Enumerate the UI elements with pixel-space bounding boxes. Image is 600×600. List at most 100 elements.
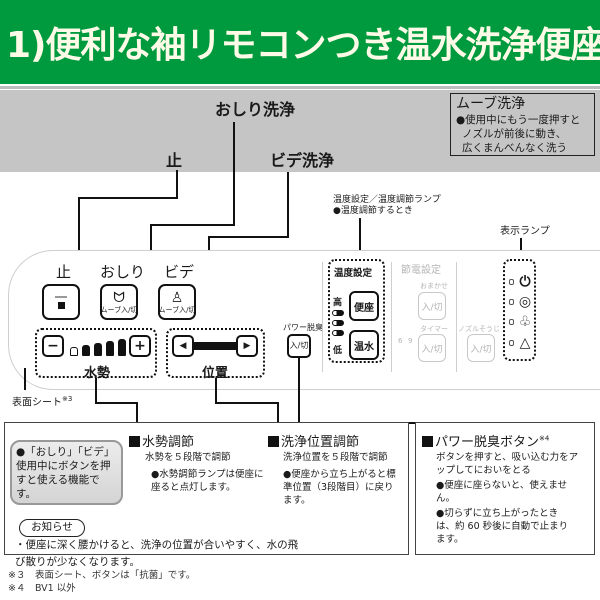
leader-line [298, 358, 300, 424]
water-adjust-title: 水勢調節 [129, 431, 194, 450]
indicator-dot [509, 299, 514, 305]
leader-line [359, 218, 361, 258]
leader-line [150, 224, 235, 226]
nozzle-clean-button[interactable]: 入/切 [467, 334, 495, 362]
leader-line [24, 368, 26, 390]
position-slider-bar [194, 342, 238, 350]
oshiri-spray-icon: ᗢ [113, 290, 125, 306]
position-left-button[interactable]: ◀ [172, 335, 194, 357]
power-deodorize-button-label: 入/切 [289, 341, 309, 350]
oshiri-sub-label: ムーブ入/切 [100, 306, 138, 314]
temperature-level-lamp [332, 310, 344, 316]
temperature-level-lamp [332, 330, 344, 336]
oshiri-button[interactable]: ᗢ ムーブ入/切 [100, 284, 138, 320]
power-deodorize-label: パワー脱臭 [283, 323, 323, 332]
deodorize-desc: ボタンを押すと、吸い込む力をアップしてにおいをとる [436, 452, 579, 476]
water-temp-button[interactable]: 温水 [349, 330, 379, 360]
temperature-level-lamp [332, 320, 344, 326]
nozzle-clean-label: ノズルそうじ [458, 325, 500, 333]
water-drop-icon: △ [519, 335, 531, 351]
temperature-low-label: 低 [333, 346, 343, 356]
indicator-lamp-group [503, 259, 536, 361]
position-adjust-bullet: ●便座から立ち上がると標準位置（3段階目）に戻ります。 [283, 469, 396, 506]
water-adjust-bullet: ●水勢調節ランプは便座に座ると点灯します。 [151, 469, 264, 493]
callout-temp-setting: 温度設定／温度調節ランプ [333, 195, 441, 205]
temperature-label: 温度設定 [334, 268, 373, 279]
footnote: ※３ 表面シート、ボタンは「抗菌」です。 [8, 570, 196, 581]
bidet-sub-label: ムーブ入/切 [158, 306, 196, 314]
callout-indicator-lamp: 表示ランプ [500, 226, 550, 237]
divider [322, 262, 323, 372]
position-group [166, 328, 265, 378]
shield-icon: ◎ [518, 294, 532, 310]
callout-bidet-wash: ビデ洗浄 [270, 151, 335, 170]
callout-stop: 止 [166, 151, 183, 170]
surface-sheet-note: ※3 [62, 395, 73, 403]
water-adjust-desc: 水勢を５段階で調節 [145, 452, 231, 463]
title-banner: 1)便利な袖リモコンつき温水洗浄便座 [0, 0, 600, 84]
leader-line [233, 122, 235, 226]
surface-sheet-text: 表面シート [12, 397, 62, 409]
water-level-lamp [118, 339, 126, 356]
wash-info-box: ●「おしり」「ビデ」使用中にボタンを押すと使える機能です。 水勢調節 水勢を５段… [4, 422, 409, 568]
temperature-high-label: 高 [333, 298, 343, 308]
stop-square-icon [57, 301, 65, 309]
move-wash-title: ムーブ洗浄 [456, 96, 526, 112]
stop-square-icon [55, 295, 67, 298]
move-wash-line: 広くまんべんなく洗う [462, 142, 567, 154]
water-pressure-plus-button[interactable]: + [129, 335, 151, 357]
leader-line [78, 197, 178, 199]
water-level-lamp [70, 347, 78, 356]
water-level-lamp [106, 341, 114, 356]
deodorize-bullet-2: ●切らずに立ち上がったときは、約 60 秒後に自動で止まります。 [436, 508, 569, 545]
deodorize-title: パワー脱臭ボタン※4 [422, 431, 549, 450]
indicator-dot [509, 340, 514, 346]
water-adjust-title-text: 水勢調節 [142, 435, 195, 450]
callout-oshiri-wash: おしり洗浄 [215, 100, 296, 119]
leader-line [520, 238, 522, 258]
deodorize-info-box: パワー脱臭ボタン※4 ボタンを押すと、吸い込む力をアップしてにおいをとる ●便座… [415, 422, 595, 555]
move-wash-box: ムーブ洗浄 ●使用中にもう一度押すと ノズルが前後に動き、 広くまんべんなく洗う [450, 93, 595, 156]
move-wash-line: ●使用中にもう一度押すと [456, 114, 581, 126]
water-pressure-group [35, 328, 157, 378]
deodorize-note: ※4 [539, 434, 550, 443]
callout-temp-setting-note: ●温度調節するとき [333, 206, 413, 216]
position-adjust-desc: 洗浄位置を５段階で調節 [283, 452, 388, 463]
leader-line [215, 402, 278, 404]
timer-hour-9: 9 [408, 337, 413, 345]
temperature-group [328, 259, 385, 363]
timer-button[interactable]: 入/切 [418, 334, 446, 362]
deodorize-title-text: パワー脱臭ボタン [435, 435, 540, 450]
square-bullet-icon [422, 436, 433, 447]
stop-button[interactable] [42, 284, 80, 320]
power-icon: ⏻ [519, 274, 531, 290]
auto-mode-button[interactable]: 入/切 [418, 292, 446, 320]
move-wash-line: ノズルが前後に動き、 [462, 128, 567, 140]
stop-label: 止 [56, 263, 72, 281]
bidet-label: ビデ [164, 263, 195, 281]
water-pressure-minus-button[interactable]: − [42, 335, 64, 357]
position-adjust-title: 洗浄位置調節 [268, 431, 359, 450]
water-level-lamp [82, 345, 90, 356]
leader-line [176, 170, 178, 198]
notice-label: お知らせ [19, 519, 85, 537]
leader-line [95, 402, 138, 404]
oshiri-label: おしり [100, 263, 146, 281]
position-adjust-title-text: 洗浄位置調節 [281, 435, 360, 450]
power-deodorize-button[interactable]: 入/切 [287, 334, 311, 358]
bidet-button[interactable]: ♙ ムーブ入/切 [158, 284, 196, 320]
square-bullet-icon [129, 436, 140, 447]
bidet-person-icon: ♙ [170, 290, 184, 306]
page-title: 1)便利な袖リモコンつき温水洗浄便座 [6, 25, 600, 66]
remote-control-panel [8, 250, 600, 390]
seat-temp-button[interactable]: 便座 [349, 291, 379, 321]
leaf-icon: ♧ [518, 314, 532, 330]
timer-label: タイマー [420, 325, 448, 333]
leader-line [208, 236, 289, 238]
divider [456, 262, 457, 372]
leader-line [136, 402, 138, 428]
auto-mode-label: おまかせ [420, 282, 448, 290]
divider [0, 86, 600, 89]
notice-text: ・便座に深く腰かけると、洗浄の位置が合いやすく、水の飛び散りが少なくなります。 [15, 539, 299, 568]
position-right-button[interactable]: ▶ [236, 335, 258, 357]
